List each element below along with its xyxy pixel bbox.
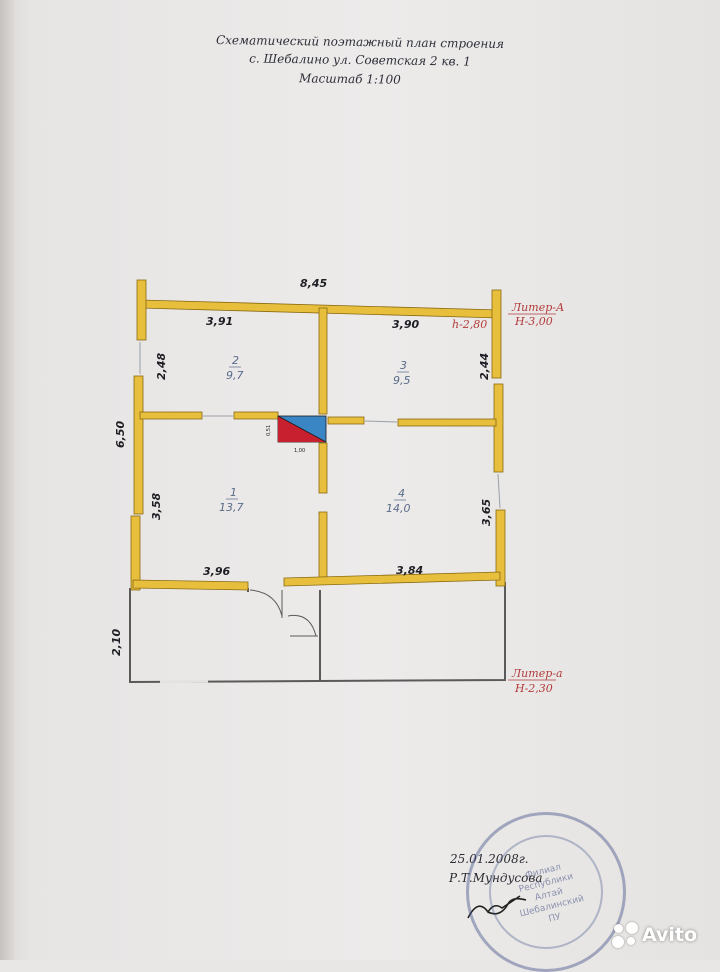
wall-mid-center <box>233 411 279 420</box>
liter-annex-height: Н-2,30 <box>514 682 553 695</box>
annex-window <box>159 679 209 684</box>
ceiling-height-label: h-2,80 <box>452 318 487 331</box>
dim-room1-width: 3,96 <box>203 565 230 578</box>
dim-room4-depth: 3,65 <box>480 499 493 526</box>
dim-room1-depth: 3,58 <box>150 493 163 520</box>
room-number: 1 <box>230 486 237 499</box>
wall-left-top <box>136 279 147 341</box>
liter-main-height: Н-3,00 <box>514 315 553 328</box>
window-right-bottom <box>497 473 501 509</box>
wall-right-top <box>491 289 502 379</box>
dim-room4-width: 3,84 <box>396 564 423 577</box>
dim-total-width: 8,45 <box>300 277 327 290</box>
window-gaps <box>139 342 501 509</box>
wall-mid-right-a <box>327 416 365 425</box>
annex-doors <box>249 589 318 637</box>
wall-center-mid <box>318 442 328 494</box>
wall-mid-right-b <box>397 418 497 427</box>
walls <box>130 279 506 591</box>
room-2-label: 2 9,7 <box>226 354 244 382</box>
annex-outline <box>129 582 506 684</box>
dim-room2-depth: 2,48 <box>155 353 168 380</box>
stamp-inner-ring <box>489 835 603 949</box>
wall-right-mid <box>493 383 504 473</box>
wall-center-bottom <box>318 511 328 583</box>
wall-right-bottom <box>495 509 506 587</box>
dim-room2-width: 3,91 <box>206 315 233 328</box>
room-number: 2 <box>232 354 239 367</box>
door-arc-left <box>249 589 283 617</box>
dim-room3-depth: 2,44 <box>478 353 491 380</box>
door-arc-right <box>287 614 317 637</box>
room-area: 9,7 <box>226 369 244 382</box>
wall-left-bottom <box>130 515 141 591</box>
room-area: 13,7 <box>219 501 244 514</box>
door-mid-right <box>364 420 398 423</box>
wall-center-top <box>318 307 328 415</box>
stove-depth-label: 0,51 <box>266 425 272 436</box>
avito-label: Avito <box>642 924 698 946</box>
dim-room3-width: 3,90 <box>392 318 419 331</box>
dim-total-depth: 6,50 <box>114 421 127 448</box>
room-1-label: 1 13,7 <box>219 486 244 514</box>
avito-watermark: Avito <box>612 920 697 950</box>
liter-annex-name: Литер-а <box>511 667 563 680</box>
avito-dots-icon <box>612 922 638 948</box>
room-area: 14,0 <box>386 502 411 515</box>
stove-symbol <box>277 415 327 443</box>
room-area: 9,5 <box>393 374 411 387</box>
stove-diagonal <box>277 415 327 443</box>
annex-outer-line <box>129 582 506 684</box>
wall-mid-left <box>139 411 203 420</box>
liter-main-name: Литер-А <box>511 301 564 314</box>
room-number: 4 <box>398 487 405 500</box>
wall-left-mid <box>133 375 144 515</box>
room-number: 3 <box>400 359 407 372</box>
wall-bottom-left <box>132 579 249 591</box>
dim-veranda-depth: 2,10 <box>110 629 123 656</box>
room-4-label: 4 14,0 <box>386 487 411 515</box>
wall-bottom-right <box>283 571 501 587</box>
room-3-label: 3 9,5 <box>393 359 411 387</box>
page-fold-shadow <box>0 0 14 960</box>
stove-width-label: 1,00 <box>294 448 305 454</box>
official-stamp: Филиал Республики Алтай Шебалинский ПУ <box>466 812 626 972</box>
